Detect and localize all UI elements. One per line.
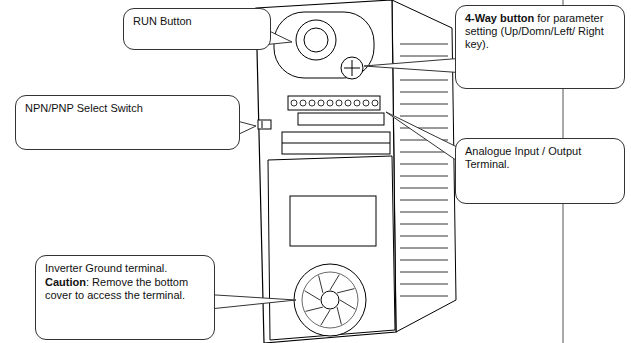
screw [345, 100, 351, 106]
screw [300, 100, 306, 106]
callout-box: 4-Way button for parameter setting (Up/D… [455, 5, 625, 89]
fin [400, 176, 448, 177]
cover-opening [282, 132, 390, 154]
ground-terminal [321, 291, 339, 309]
fin [400, 260, 448, 261]
label-plate [290, 196, 376, 246]
fin [400, 224, 448, 225]
blade [340, 300, 355, 309]
fin [400, 248, 448, 249]
screw [327, 100, 333, 106]
fin [400, 296, 448, 297]
fin [400, 56, 448, 57]
fin [400, 116, 448, 117]
blade [319, 276, 323, 293]
screw [309, 100, 315, 106]
blade [337, 289, 354, 293]
fin [400, 164, 448, 165]
fan [294, 264, 366, 336]
callout-tail [268, 30, 292, 44]
bottom-cover [268, 156, 395, 340]
blade [306, 307, 323, 311]
screw [363, 100, 369, 106]
fin [400, 128, 448, 129]
screw [318, 100, 324, 106]
callout-text: NPN/PNP Select Switch [25, 102, 230, 115]
blade [337, 307, 341, 324]
fin [400, 212, 448, 213]
cover-edge [282, 143, 390, 144]
screw [354, 100, 360, 106]
side-face [392, 0, 456, 332]
screw [336, 100, 342, 106]
callout-text: Caution: Remove the bottom cover to acce… [45, 276, 205, 302]
terminal-screws [291, 100, 378, 106]
fin [400, 44, 448, 45]
callout-text: Inverter Ground terminal. [45, 262, 205, 275]
keypad-panel [274, 12, 374, 78]
fan-blades [305, 275, 356, 326]
fin [400, 152, 448, 153]
callout-text: RUN Button [133, 15, 261, 28]
callout-box: RUN Button [123, 8, 271, 50]
callout-box: NPN/PNP Select Switch [15, 95, 240, 150]
cooling-fins [400, 44, 448, 296]
screw [291, 100, 297, 106]
callout-box: Analogue Input / Output Terminal. [455, 138, 625, 204]
fan-guard [302, 272, 358, 328]
terminal-strip [288, 96, 380, 110]
callout-tail [386, 112, 458, 162]
callout-box: Inverter Ground terminal.Caution: Remove… [35, 255, 215, 340]
fin [400, 80, 448, 81]
fin [400, 272, 448, 273]
front-face [256, 0, 396, 343]
npn-pnp-switch [258, 120, 271, 129]
run-button [304, 28, 328, 52]
fin [400, 284, 448, 285]
callout-tail [212, 295, 296, 309]
fin [400, 236, 448, 237]
callout-text: Analogue Input / Output Terminal. [465, 145, 615, 171]
fin [400, 92, 448, 93]
blade [330, 275, 339, 290]
four-way-cross [344, 60, 360, 76]
switch-lever [262, 121, 263, 128]
four-way-button [341, 57, 363, 79]
blade [321, 310, 330, 325]
fin [400, 188, 448, 189]
fin [400, 104, 448, 105]
blade [305, 291, 320, 300]
screw [372, 100, 378, 106]
terminal-strip [298, 113, 384, 125]
callout-text: 4-Way button for parameter setting (Up/D… [465, 12, 615, 51]
run-dial [296, 20, 336, 60]
callout-tail [364, 58, 458, 72]
fin [400, 200, 448, 201]
